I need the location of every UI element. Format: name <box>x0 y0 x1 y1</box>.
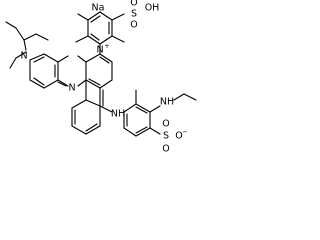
bond <box>77 55 87 63</box>
bond <box>57 81 67 87</box>
bond <box>90 15 101 23</box>
ethylamine-label: NH <box>160 97 174 108</box>
bond <box>99 53 113 63</box>
sulfonate-oxygen-label: O <box>175 131 182 142</box>
bond <box>85 123 98 132</box>
bond <box>15 51 27 59</box>
bond <box>23 33 37 41</box>
bond <box>87 11 101 21</box>
chemical-structure-diagram: Na S O O OH N N + N NH NH S O O O − <box>5 0 197 155</box>
bond <box>183 93 197 101</box>
sulfonate-oxygen-label: O <box>162 119 169 130</box>
bond <box>85 99 101 107</box>
bond <box>71 125 87 135</box>
negative-charge-label: − <box>182 128 187 136</box>
bonds <box>5 11 197 137</box>
sulfonate-sulfur-label: S <box>163 131 169 142</box>
bond <box>123 127 137 137</box>
bond <box>135 106 148 114</box>
bond <box>85 53 101 63</box>
sulfonic-oxygen-label: O <box>130 0 137 9</box>
bond <box>85 125 101 135</box>
bond <box>57 79 69 87</box>
bond <box>71 99 87 109</box>
sulfonic-oxygen-label: O <box>130 20 137 31</box>
diethylamino-nitrogen-label: N <box>20 51 27 62</box>
sodium-label: Na <box>92 3 105 14</box>
bond <box>135 103 151 113</box>
bond <box>99 56 110 64</box>
bond <box>43 53 59 63</box>
bond <box>35 33 49 41</box>
bond <box>149 127 161 135</box>
sulfonate-oxygen-label: O <box>162 144 169 155</box>
bond <box>29 53 45 61</box>
sulfonic-hydroxyl-label: OH <box>145 3 160 14</box>
bond <box>29 79 45 89</box>
bond <box>99 35 113 45</box>
atom-labels: Na S O O OH N N + N NH NH S O O O − <box>20 0 187 155</box>
bond <box>99 79 113 89</box>
bond <box>57 55 69 63</box>
phenazinium-nitrogen-label: N <box>96 45 103 56</box>
bond <box>90 33 100 41</box>
bond <box>33 77 45 86</box>
bond <box>85 79 101 89</box>
pyrazine-nitrogen-label: N <box>68 83 75 94</box>
bond <box>43 79 59 89</box>
bond <box>173 93 185 101</box>
bond <box>23 39 27 51</box>
bond <box>9 57 17 69</box>
bond <box>99 11 113 21</box>
sulfonic-sulfur-label: S <box>131 9 137 20</box>
positive-charge-label: + <box>104 42 109 50</box>
bond <box>15 27 25 41</box>
bond <box>75 35 89 43</box>
bond <box>111 35 125 43</box>
bond <box>135 127 151 137</box>
bond <box>77 13 89 21</box>
bond <box>77 79 87 87</box>
bond <box>135 126 148 134</box>
bond <box>111 13 125 21</box>
bond <box>5 21 17 29</box>
amine-link-label: NH <box>111 109 125 120</box>
bond <box>88 78 101 86</box>
bond <box>99 105 113 113</box>
bond <box>33 56 45 63</box>
bond <box>87 35 101 45</box>
bond <box>123 103 137 113</box>
bond <box>149 105 161 113</box>
